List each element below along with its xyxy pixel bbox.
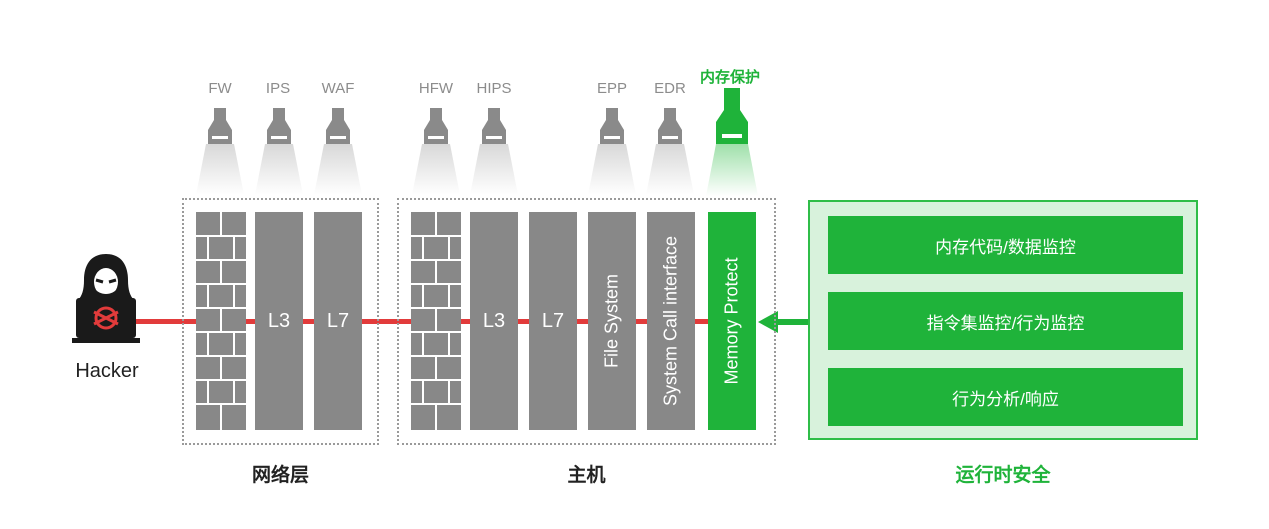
hacker-label: Hacker bbox=[75, 360, 139, 382]
network-layer-label: 网络层 bbox=[251, 465, 309, 486]
hacker-icon bbox=[72, 254, 140, 343]
lamp-label-hfw: HFW bbox=[418, 80, 454, 97]
network-l3-bar: L3 bbox=[255, 212, 303, 430]
lamp-label-hips: HIPS bbox=[476, 80, 512, 97]
host-firewall-wall-icon bbox=[411, 212, 461, 430]
network-layer-frame bbox=[182, 198, 379, 445]
runtime-item: 行为分析/响应 bbox=[828, 368, 1183, 426]
runtime-item: 内存代码/数据监控 bbox=[828, 216, 1183, 274]
file-system-bar: File System bbox=[588, 212, 636, 430]
runtime-item: 指令集监控/行为监控 bbox=[828, 292, 1183, 350]
host-l7-bar: L7 bbox=[529, 212, 577, 430]
host-frame bbox=[397, 198, 776, 445]
syscall-label: System Call interface bbox=[660, 235, 681, 407]
lamp-label-edr: EDR bbox=[654, 80, 686, 97]
lamp-label-epp: EPP bbox=[596, 80, 627, 97]
host-l3-bar: L3 bbox=[470, 212, 518, 430]
lamp-label-fw: FW bbox=[208, 80, 232, 97]
spotlight-icon bbox=[470, 108, 518, 195]
spotlight-icon bbox=[314, 108, 362, 195]
runtime-security-label: 运行时安全 bbox=[955, 465, 1051, 486]
lamp-label-waf: WAF bbox=[321, 80, 355, 97]
lamp-label-memory: 内存保护 bbox=[700, 69, 761, 86]
spotlight-icon bbox=[412, 108, 460, 195]
spotlight-icon bbox=[588, 108, 636, 195]
spotlight-icon bbox=[255, 108, 303, 195]
memory-protect-bar: Memory Protect bbox=[708, 212, 756, 430]
lamp-label-ips: IPS bbox=[265, 80, 291, 97]
spotlight-icon bbox=[646, 108, 694, 195]
network-l7-bar: L7 bbox=[314, 212, 362, 430]
spotlight-green-icon bbox=[706, 88, 758, 196]
spotlight-icon bbox=[196, 108, 244, 195]
memory-protect-label: Memory Protect bbox=[721, 257, 742, 385]
file-system-label: File System bbox=[601, 273, 622, 369]
firewall-wall-icon bbox=[196, 212, 246, 430]
arrow-left-icon bbox=[758, 311, 812, 333]
host-label: 主机 bbox=[567, 465, 606, 486]
syscall-bar: System Call interface bbox=[647, 212, 695, 430]
runtime-security-box: 内存代码/数据监控 指令集监控/行为监控 行为分析/响应 bbox=[808, 200, 1198, 440]
